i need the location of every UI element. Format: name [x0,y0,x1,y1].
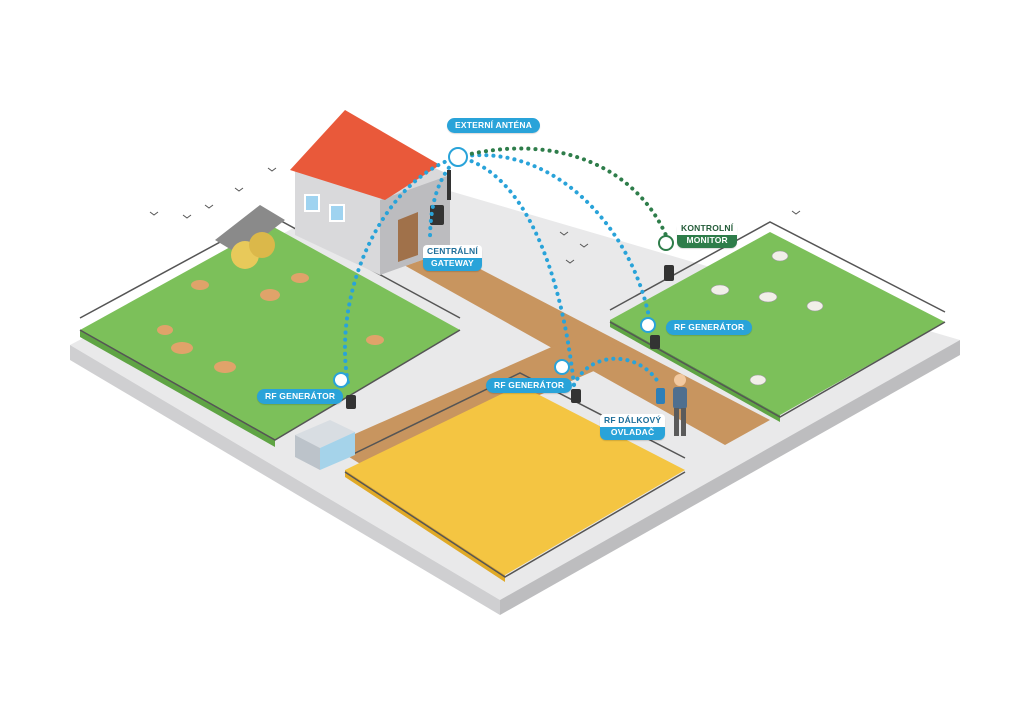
wifi-icon [333,147,674,388]
rf-generator-left-label: RF GENERÁTOR [257,389,344,404]
rf-generator-center-device [571,389,581,403]
rf-remote-text-1: RF DÁLKOVÝ [600,414,666,427]
rf-generator-right-device [650,335,660,349]
central-gateway-text-2: GATEWAY [430,258,474,268]
rf-remote-label: RF DÁLKOVÝ OVLADAČ [600,414,666,440]
control-monitor-device [664,265,674,281]
rf-generator-left-device [346,395,356,409]
central-gateway-text-1: CENTRÁLNÍ [423,245,482,258]
rf-remote-text-2: OVLADAČ [610,427,655,437]
external-antenna-text: EXTERNÍ ANTÉNA [455,120,533,130]
cows [157,273,384,373]
remote-control-device [656,388,665,404]
external-antenna-label: EXTERNÍ ANTÉNA [447,118,541,133]
rf-generator-center-text: RF GENERÁTOR [494,380,565,390]
farmer [673,374,687,436]
control-monitor-text-1: KONTROLNÍ [677,222,738,235]
central-gateway-label: CENTRÁLNÍ GATEWAY [423,245,482,271]
rf-generator-center-label: RF GENERÁTOR [486,378,573,393]
rf-generator-left-text: RF GENERÁTOR [265,391,336,401]
rf-generator-right-label: RF GENERÁTOR [666,320,753,335]
control-monitor-label: KONTROLNÍ MONITOR [677,222,738,248]
utility-cabin [295,420,355,470]
birds [149,167,801,264]
sheep [710,250,824,386]
hay-shed [215,205,285,269]
cattle-pasture [79,214,461,447]
control-monitor-text-2: MONITOR [686,235,728,245]
rf-generator-right-text: RF GENERÁTOR [674,322,745,332]
